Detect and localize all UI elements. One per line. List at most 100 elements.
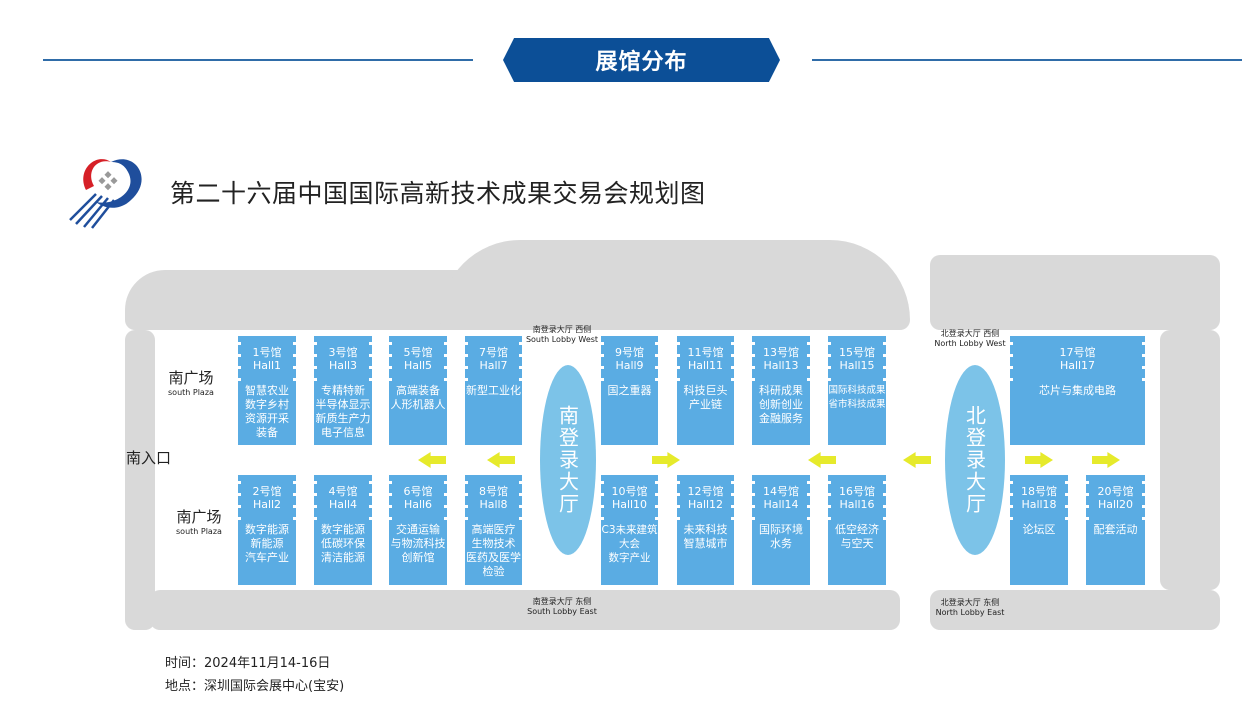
hall-number-cn: 4号馆 bbox=[328, 485, 358, 498]
arrow-left-icon bbox=[487, 452, 515, 468]
hall-topic: 高端医疗 生物技术 医药及医学 检验 bbox=[466, 523, 521, 578]
hall-number-en: Hall9 bbox=[615, 359, 644, 372]
hall-topic: 新型工业化 bbox=[466, 384, 521, 397]
hall-topic: 国际科技成果 省市科技成果 bbox=[828, 385, 886, 410]
north-lobby[interactable]: 北登录大厅 bbox=[945, 365, 1005, 555]
hall-number-cn: 3号馆 bbox=[328, 346, 358, 359]
hall-number-cn: 2号馆 bbox=[252, 485, 282, 498]
arrow-right-icon bbox=[652, 452, 680, 468]
hall-number-cn: 16号馆 bbox=[839, 485, 875, 498]
hall-number-en: Hall18 bbox=[1021, 498, 1057, 511]
hall-number-en: Hall13 bbox=[763, 359, 799, 372]
label-cn: 北登录大厅 东侧 bbox=[940, 598, 1000, 607]
hall-topic: 数字能源 新能源 汽车产业 bbox=[245, 523, 289, 564]
hall-number-cn: 18号馆 bbox=[1021, 485, 1057, 498]
section-banner: 展馆分布 bbox=[503, 38, 780, 82]
hall-topic: 国际环境 水务 bbox=[759, 523, 803, 550]
hall-number-en: Hall15 bbox=[839, 359, 875, 372]
arrow-left-icon bbox=[808, 452, 836, 468]
arrow-left-icon bbox=[903, 452, 931, 468]
hall-number-cn: 12号馆 bbox=[687, 485, 724, 498]
hall-number-cn: 13号馆 bbox=[763, 346, 799, 359]
hall-number-en: Hall2 bbox=[252, 498, 282, 511]
south-entrance-label: 南入口 bbox=[126, 449, 172, 467]
hall-number-en: Hall17 bbox=[1059, 359, 1096, 372]
hall-number-en: Hall20 bbox=[1097, 498, 1134, 511]
south-plaza-label-top: 南广场 south Plaza bbox=[168, 367, 214, 397]
hall-topic: 专精特新 半导体显示 新质生产力 电子信息 bbox=[315, 384, 371, 439]
hall-topic: C3未来建筑 大会 数字产业 bbox=[601, 524, 658, 564]
hall-topic: 交通运输 与物流科技 创新馆 bbox=[390, 523, 446, 564]
hall-topic: 论坛区 bbox=[1022, 523, 1056, 536]
hall-number-en: Hall5 bbox=[403, 359, 433, 372]
hall-number-cn: 15号馆 bbox=[839, 346, 875, 359]
hall-number-cn: 14号馆 bbox=[763, 485, 799, 498]
hall-number-cn: 5号馆 bbox=[403, 346, 433, 359]
hall-topic: 国之重器 bbox=[607, 384, 652, 397]
hall-topic: 芯片与集成电路 bbox=[1039, 384, 1116, 397]
south-plaza-label-bottom: 南广场 south Plaza bbox=[176, 506, 222, 536]
arrow-right-icon bbox=[1092, 452, 1120, 468]
hall-topic: 低空经济 与空天 bbox=[835, 523, 879, 550]
hall-number-cn: 20号馆 bbox=[1097, 485, 1134, 498]
hall-number-en: Hall8 bbox=[479, 498, 508, 511]
hall-number-cn: 11号馆 bbox=[687, 346, 724, 359]
hall-number-cn: 8号馆 bbox=[479, 485, 508, 498]
label-cn: 南登录大厅 西侧 bbox=[532, 325, 592, 334]
event-place: 地点：深圳国际会展中心(宝安) bbox=[165, 679, 345, 694]
header-rule-right bbox=[812, 59, 1242, 61]
hall-number-en: Hall6 bbox=[403, 498, 433, 511]
plaza-name: 南广场 bbox=[168, 369, 214, 387]
plaza-name-en: south Plaza bbox=[176, 527, 222, 536]
label-en: South Lobby East bbox=[527, 607, 597, 616]
hall-topic: 科研成果 创新创业 金融服务 bbox=[759, 384, 803, 425]
hall-topic: 智慧农业 数字乡村 资源开采 装备 bbox=[245, 384, 289, 439]
hall-number-cn: 6号馆 bbox=[403, 485, 433, 498]
hall-number-cn: 9号馆 bbox=[615, 346, 644, 359]
event-time: 时间：2024年11月14-16日 bbox=[165, 656, 331, 671]
hall-number-en: Hall14 bbox=[763, 498, 799, 511]
map-title: 第二十六届中国国际高新技术成果交易会规划图 bbox=[170, 179, 706, 208]
label-en: South Lobby West bbox=[525, 335, 599, 344]
label-cn: 北登录大厅 西侧 bbox=[940, 329, 1000, 338]
plaza-name: 南广场 bbox=[176, 508, 222, 526]
label-en: North Lobby West bbox=[934, 339, 1006, 348]
hall-topic: 科技巨头 产业链 bbox=[683, 384, 728, 411]
hall-topic: 高端装备 人形机器人 bbox=[390, 384, 446, 411]
hall-number-en: Hall10 bbox=[611, 498, 648, 511]
header-rule-left bbox=[43, 59, 473, 61]
label-cn: 南登录大厅 东侧 bbox=[532, 597, 592, 606]
hall-number-cn: 10号馆 bbox=[611, 485, 648, 498]
hall-number-cn: 17号馆 bbox=[1059, 346, 1096, 359]
hall-number-en: Hall3 bbox=[328, 359, 358, 372]
arrow-right-icon bbox=[1025, 452, 1053, 468]
hall-topic: 数字能源 低碳环保 清洁能源 bbox=[321, 523, 365, 564]
arrow-left-icon bbox=[418, 452, 446, 468]
hall-number-cn: 1号馆 bbox=[252, 346, 282, 359]
south-lobby[interactable]: 南登录大厅 bbox=[540, 365, 596, 555]
hall-number-en: Hall7 bbox=[479, 359, 508, 372]
hi-tech-fair-logo-icon bbox=[69, 159, 142, 229]
